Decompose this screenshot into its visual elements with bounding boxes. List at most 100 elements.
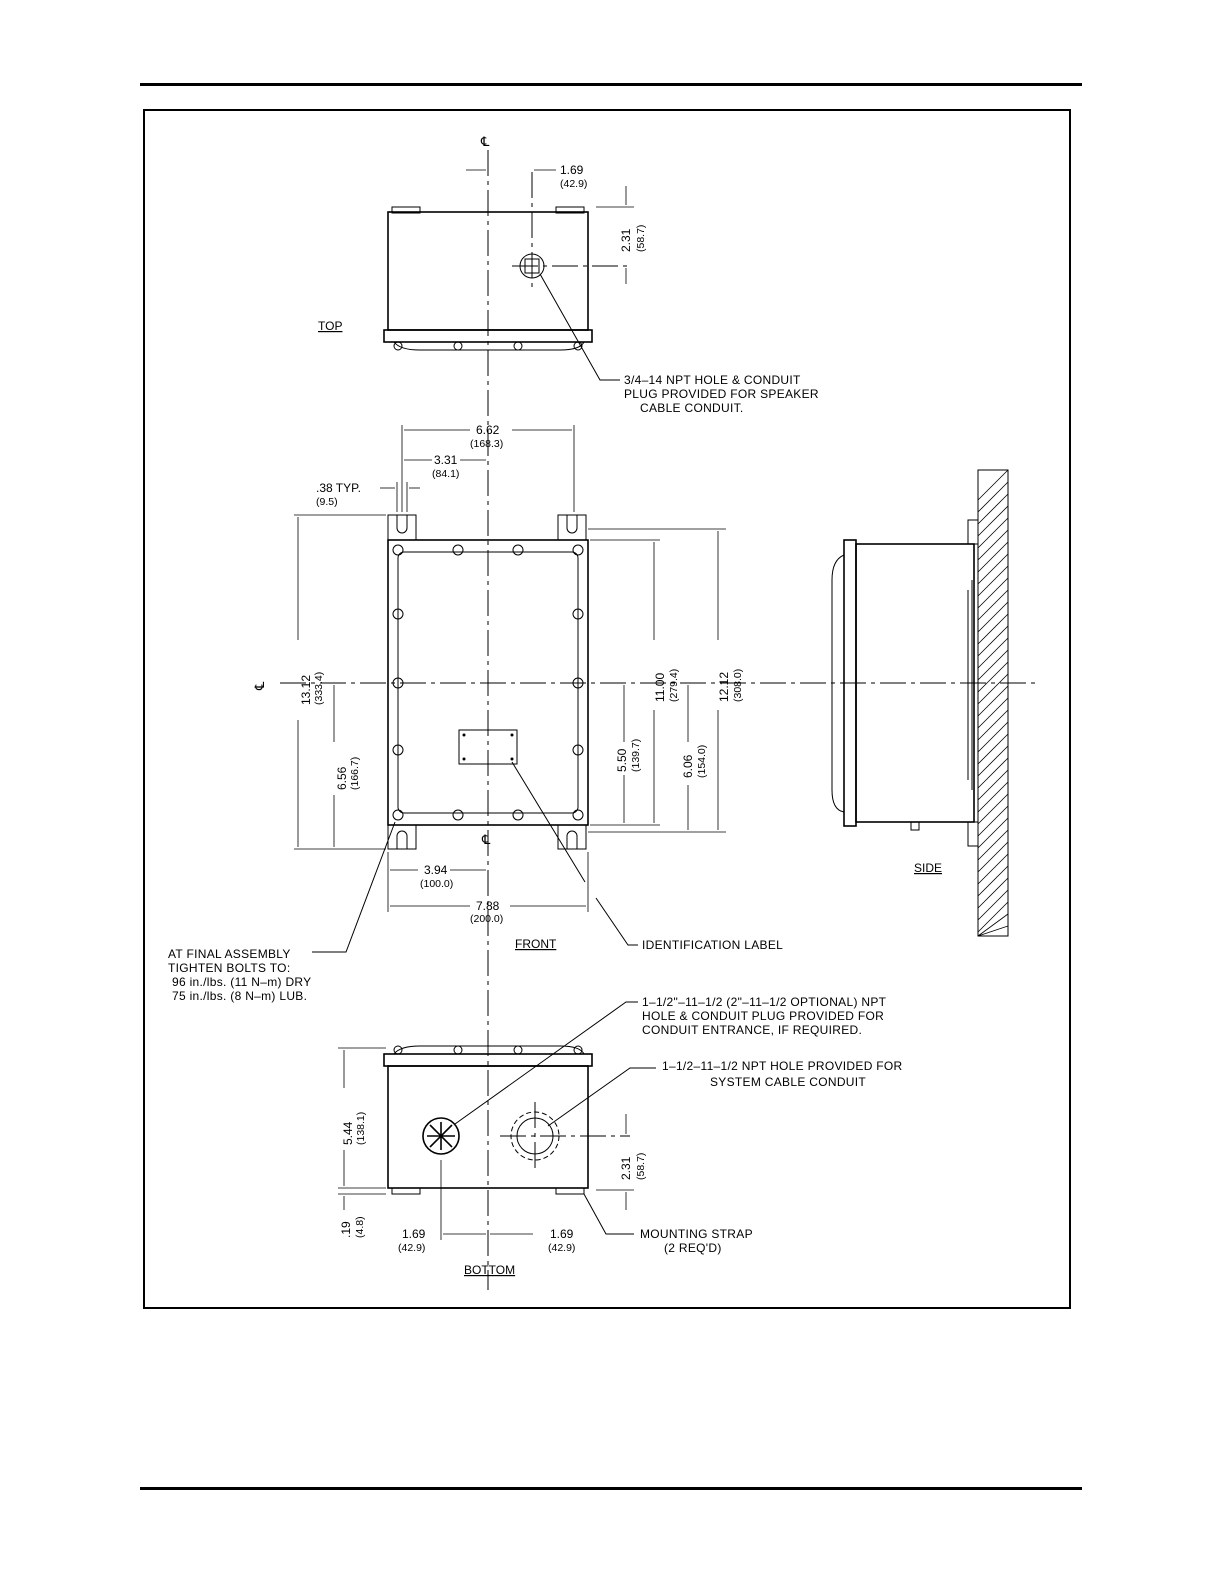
hatch-line — [977, 733, 1009, 765]
dim-half-height-in: 6.56 — [335, 766, 349, 790]
front-body — [387, 539, 589, 826]
note-bottom-hole-1-b: HOLE & CONDUIT PLUG PROVIDED FOR — [642, 1009, 884, 1023]
hatch-line — [977, 841, 1009, 873]
dim-width-in: 7.88 — [476, 899, 500, 913]
front-bolt — [512, 544, 524, 556]
note-strap-b: (2 REQ'D) — [664, 1241, 722, 1255]
dim-top-depth-mm: (58.7) — [635, 225, 647, 252]
side-view: SIDE — [831, 469, 1009, 937]
hatch-line — [977, 817, 1009, 849]
hatch-line — [977, 565, 1009, 597]
dim-bottom-depth-in: 5.44 — [341, 1121, 355, 1145]
front-bolt — [392, 608, 404, 620]
side-wall — [977, 469, 1009, 937]
hatch-line — [977, 517, 1009, 549]
hatch-line — [977, 553, 1009, 585]
front-bolt — [392, 809, 404, 821]
label-screw — [462, 757, 466, 761]
hatch-line — [977, 925, 1009, 937]
hatch-line — [977, 757, 1009, 789]
view-label-side: SIDE — [914, 861, 942, 875]
top-bolt-2 — [453, 341, 463, 351]
hatch-line — [977, 745, 1009, 777]
dim-half-strap-mm: (84.1) — [432, 468, 459, 480]
dim-width-strap-in: 6.62 — [476, 423, 500, 437]
dim-half-body-mm: (139.7) — [630, 739, 642, 772]
header-rule — [140, 83, 1082, 86]
bottom-view: BOTTOM 5.44 (138.1) .19 (4.8) 2.31 (58.7… — [338, 995, 902, 1277]
dim-half-strap-h-mm: (154.0) — [696, 745, 708, 778]
hatch-line — [977, 577, 1009, 609]
hatch-line — [977, 853, 1009, 885]
hatch-line — [977, 769, 1009, 801]
side-plug — [910, 821, 920, 831]
hatch-line — [977, 721, 1009, 753]
front-bolt — [572, 744, 584, 756]
front-bolt — [512, 809, 524, 821]
hatch-line — [977, 901, 1009, 933]
hatch-line — [977, 493, 1009, 525]
hatch-line — [977, 661, 1009, 693]
label-screw — [510, 733, 514, 737]
dim-strap-thick-mm: (4.8) — [354, 1216, 366, 1238]
side-lid — [843, 539, 857, 827]
hatch-line — [977, 829, 1009, 861]
dim-bottom-left-in: 1.69 — [402, 1227, 426, 1241]
note-final-assembly-2: TIGHTEN BOLTS TO: — [168, 961, 290, 975]
hatch-line — [977, 625, 1009, 657]
side-strap-bottom — [967, 821, 979, 847]
front-strap-tr — [557, 514, 587, 541]
bottom-bolt — [453, 1045, 463, 1055]
dim-strap-height-in: 12.12 — [717, 672, 731, 702]
bottom-lid-top — [393, 1045, 585, 1055]
dim-top-offset-mm: (42.9) — [560, 178, 587, 190]
centerline-symbol-front: ℄ — [481, 832, 491, 847]
hatch-line — [977, 889, 1009, 921]
front-slot-bl — [396, 830, 408, 849]
hatch-line — [977, 589, 1009, 621]
hatch-line — [977, 877, 1009, 909]
drawing-frame — [143, 109, 1071, 1309]
hatch-line — [977, 613, 1009, 645]
dim-top-offset-in: 1.69 — [560, 163, 584, 177]
front-bolt — [572, 608, 584, 620]
note-bottom-hole-2-b: SYSTEM CABLE CONDUIT — [710, 1075, 866, 1089]
dim-strap-height-mm: (308.0) — [732, 669, 744, 702]
dim-bottom-left-mm: (42.9) — [398, 1242, 425, 1254]
label-screw — [462, 733, 466, 737]
front-bolt — [392, 544, 404, 556]
bottom-bolt — [393, 1045, 403, 1055]
leader-strap — [583, 1193, 634, 1235]
note-final-assembly-4: 75 in./lbs. (8 N–m) LUB. — [172, 989, 307, 1003]
dim-body-height-mm: (279.4) — [668, 669, 680, 702]
hatch-line — [977, 805, 1009, 837]
note-top-hole-2: PLUG PROVIDED FOR SPEAKER — [624, 387, 819, 401]
dim-body-height-in: 11.00 — [653, 673, 667, 702]
note-bottom-hole-1-a: 1–1/2"–11–1/2 (2"–11–1/2 OPTIONAL) NPT — [642, 995, 887, 1009]
leader-final-assembly — [312, 821, 396, 953]
leader-bottom-hole-1 — [454, 1001, 638, 1125]
hatch-line — [977, 529, 1009, 561]
front-inner — [397, 551, 579, 814]
dim-width-strap-mm: (168.3) — [470, 438, 503, 450]
hatch-line — [977, 541, 1009, 573]
note-bottom-hole-1-c: CONDUIT ENTRANCE, IF REQUIRED. — [642, 1023, 862, 1037]
front-slot-tr — [566, 515, 578, 534]
hatch-line — [977, 709, 1009, 741]
dim-bottom-hole-depth-in: 2.31 — [619, 1156, 633, 1180]
hatch-line — [977, 481, 1009, 513]
front-slot-br — [566, 830, 578, 849]
hatch-line — [977, 601, 1009, 633]
dim-bottom-right-mm: (42.9) — [548, 1242, 575, 1254]
side-strap-top — [967, 519, 979, 545]
front-slot-tl — [396, 515, 408, 534]
top-bolt-3 — [513, 341, 523, 351]
leader-identification-2 — [595, 897, 638, 946]
label-screw — [510, 757, 514, 761]
bottom-strap-left — [391, 1187, 421, 1195]
hatch-line — [977, 505, 1009, 537]
top-view: TOP 1.69 (42.9) 2.31 (58.7) 3/4–14 NPT H… — [318, 163, 819, 415]
dim-half-width-mm: (100.0) — [420, 878, 453, 890]
top-strap-right — [555, 206, 585, 214]
centerline-symbol-top: ℄ — [480, 134, 490, 149]
